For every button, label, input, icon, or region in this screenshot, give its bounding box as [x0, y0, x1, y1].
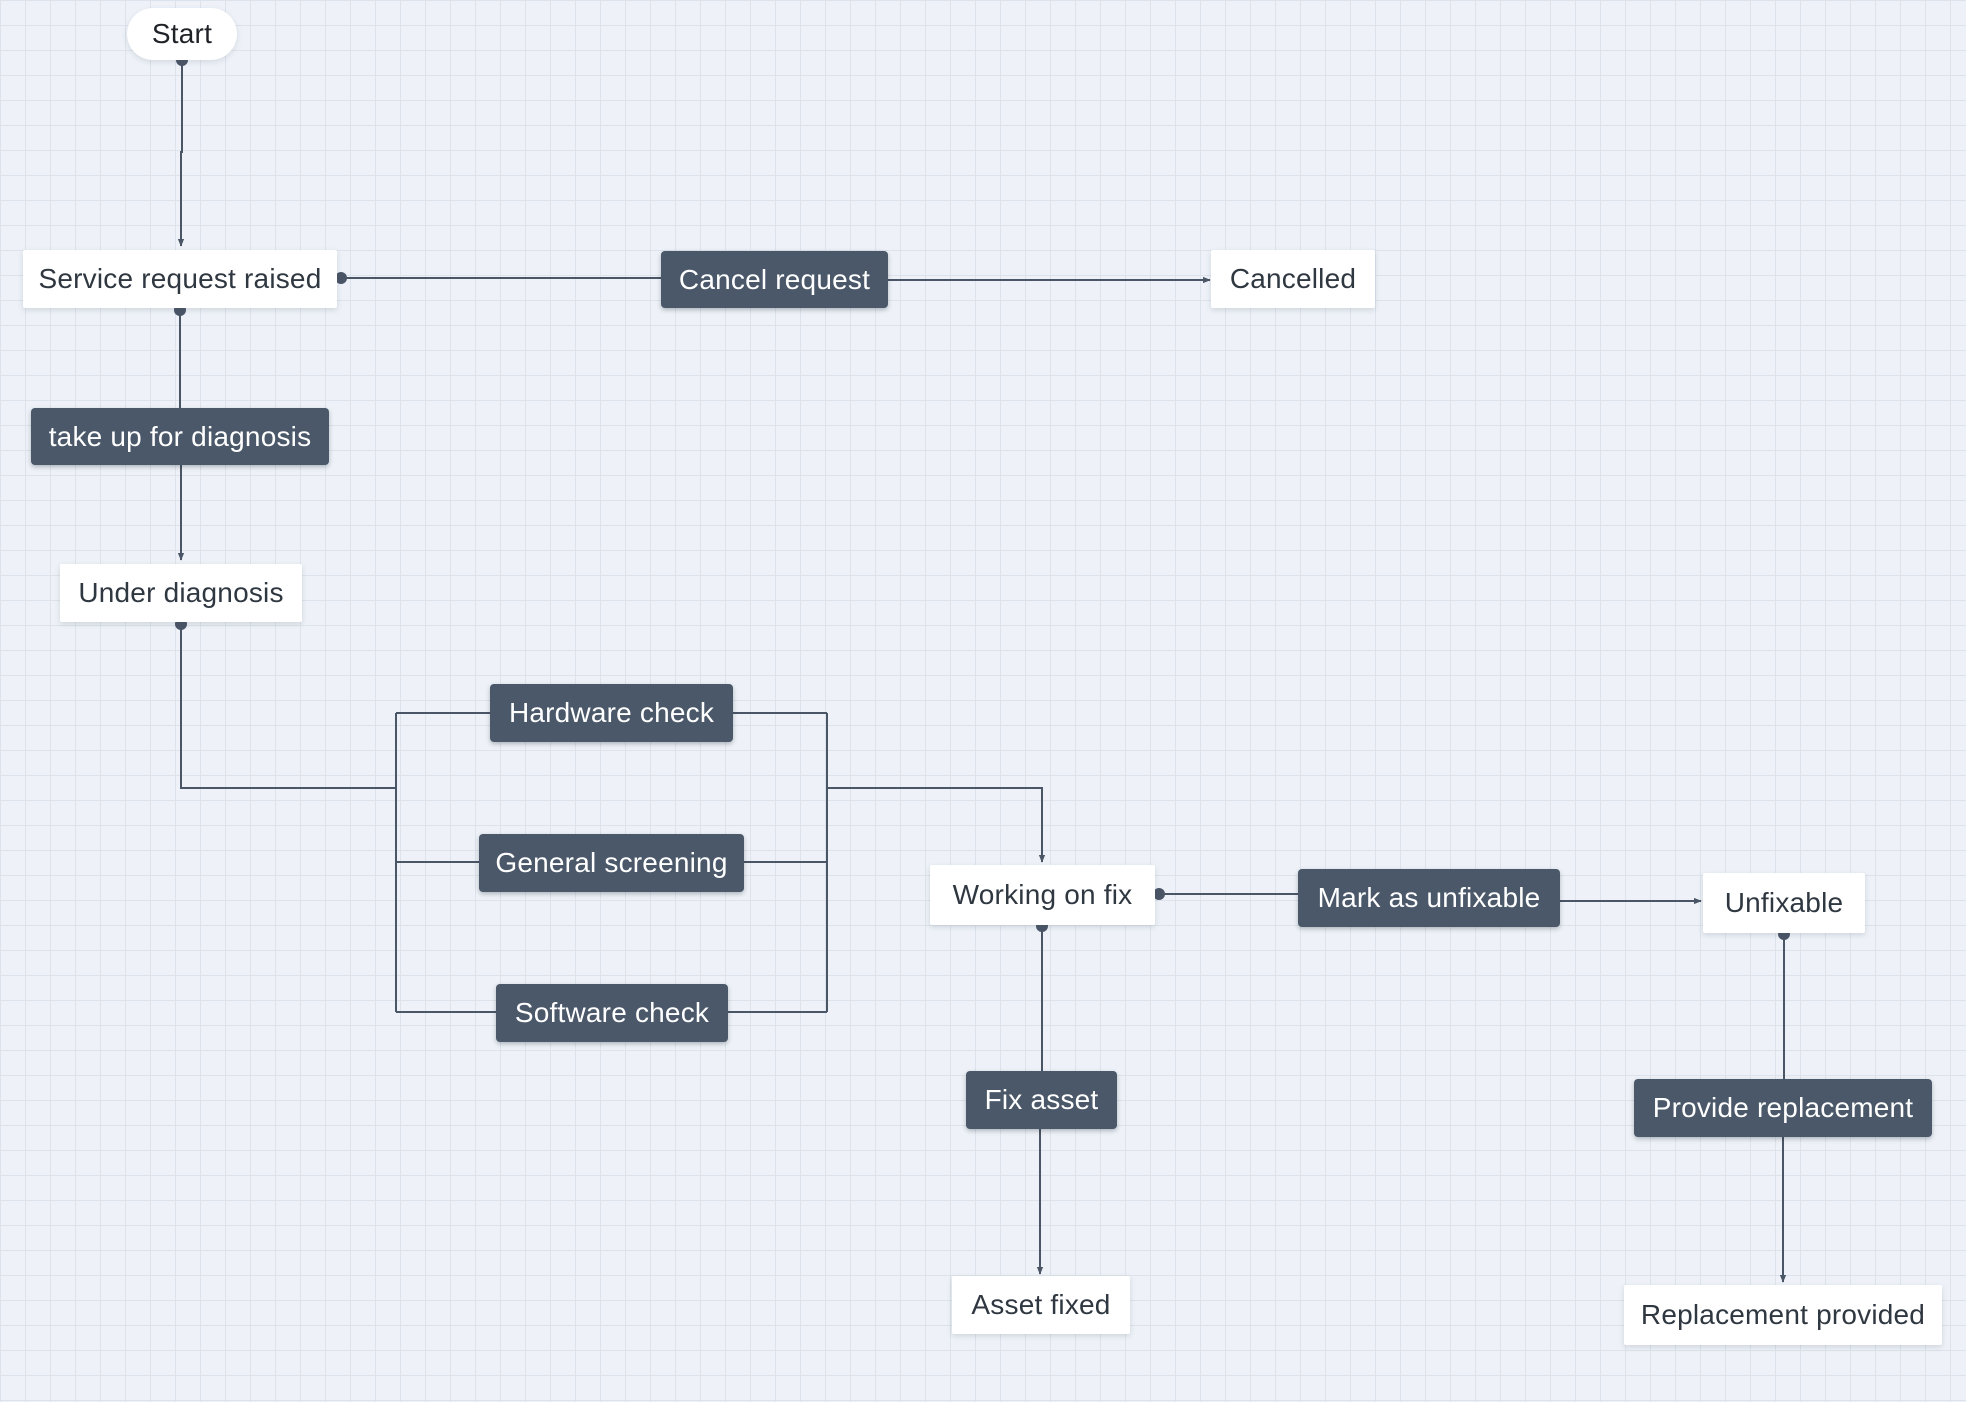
- start-node[interactable]: Start: [127, 8, 237, 60]
- state-label: Cancelled: [1229, 263, 1357, 294]
- action-label: take up for diagnosis: [48, 420, 312, 452]
- action-provide-replacement[interactable]: Provide replacement: [1634, 1079, 1932, 1137]
- action-label: Software check: [514, 997, 710, 1028]
- action-fix-asset[interactable]: Fix asset: [966, 1071, 1117, 1129]
- state-working-on-fix[interactable]: Working on fix: [930, 865, 1155, 925]
- state-label: Under diagnosis: [78, 577, 284, 608]
- action-label: General screening: [495, 847, 728, 878]
- connector-under-diagnosis-to-checks: [180, 623, 396, 789]
- action-software-check[interactable]: Software check: [496, 984, 728, 1042]
- state-asset-fixed[interactable]: Asset fixed: [952, 1276, 1130, 1334]
- action-label: Fix asset: [984, 1084, 1099, 1115]
- action-label: Cancel request: [678, 263, 871, 295]
- action-label: Hardware check: [508, 697, 715, 728]
- state-under-diagnosis[interactable]: Under diagnosis: [60, 564, 302, 622]
- action-take-up-for-diagnosis[interactable]: take up for diagnosis: [31, 408, 329, 465]
- action-cancel-request[interactable]: Cancel request: [661, 251, 888, 308]
- action-general-screening[interactable]: General screening: [479, 834, 744, 892]
- action-hardware-check[interactable]: Hardware check: [490, 684, 733, 742]
- state-label: Service request raised: [38, 263, 322, 294]
- state-replacement-provided[interactable]: Replacement provided: [1624, 1285, 1942, 1345]
- connector-port: [335, 272, 347, 284]
- state-unfixable[interactable]: Unfixable: [1703, 873, 1865, 933]
- connector-port: [1153, 888, 1165, 900]
- action-label: Provide replacement: [1652, 1092, 1914, 1123]
- action-mark-as-unfixable[interactable]: Mark as unfixable: [1298, 869, 1560, 927]
- action-label: Mark as unfixable: [1317, 882, 1541, 913]
- state-label: Unfixable: [1724, 887, 1844, 918]
- state-label: Working on fix: [952, 879, 1133, 910]
- state-service-request-raised[interactable]: Service request raised: [23, 250, 337, 308]
- connector-start-to-service-request: [177, 60, 185, 247]
- state-label: Replacement provided: [1640, 1299, 1926, 1330]
- state-label: Asset fixed: [971, 1289, 1111, 1320]
- state-cancelled[interactable]: Cancelled: [1211, 250, 1375, 308]
- start-label: Start: [151, 18, 213, 49]
- connector-checks-to-working-on-fix: [827, 787, 1046, 863]
